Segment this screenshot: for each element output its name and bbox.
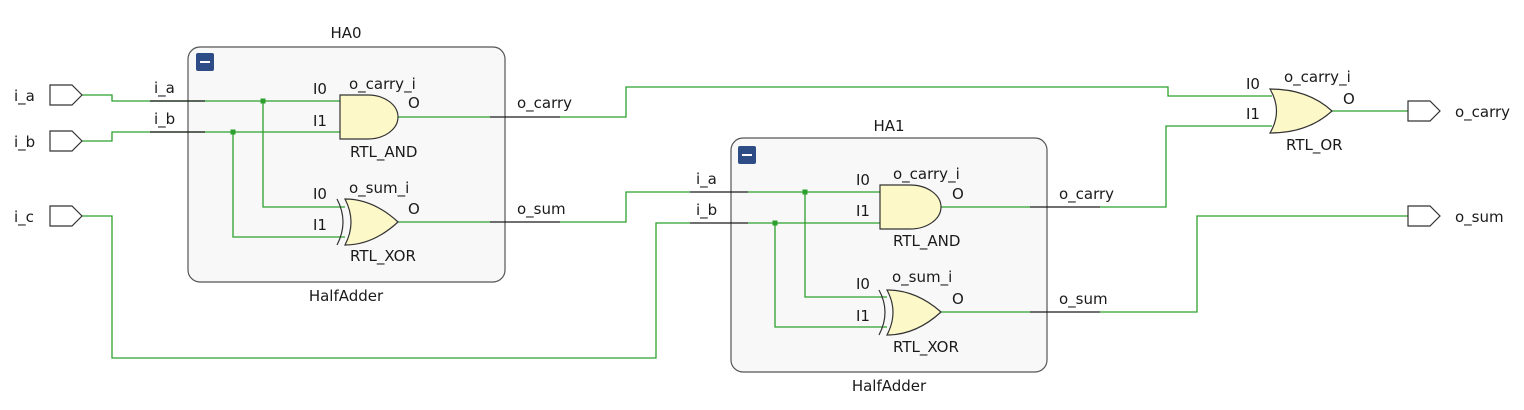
gate-pin-in0: I0 (1246, 75, 1260, 93)
wire-ha0-sum[interactable] (560, 191, 690, 223)
ha0-title: HA0 (330, 24, 361, 42)
ha0-type-label: HalfAdder (309, 287, 384, 305)
wire-ha0-b-to-xor[interactable] (232, 132, 345, 238)
ha1-pin-i-a: i_a (696, 170, 717, 189)
ha1-xor-gate[interactable]: o_sum_i I0 I1 O RTL_XOR (856, 268, 964, 357)
gate-pin-in1: I1 (856, 307, 870, 325)
ha1-instance[interactable]: HA1 HalfAdder (730, 117, 1048, 395)
ha0-xor-gate[interactable]: o_sum_i I0 I1 O RTL_XOR (313, 179, 420, 266)
port-label: o_sum (1455, 208, 1504, 227)
ha1-type-label: HalfAdder (852, 377, 927, 395)
wire-ha1-a-to-xor[interactable] (804, 192, 887, 298)
gate-instance-name: o_sum_i (892, 268, 952, 287)
gate-pin-in1: I1 (313, 112, 327, 130)
gate-pin-in0: I0 (313, 185, 327, 203)
gate-type: RTL_OR (1286, 136, 1343, 155)
ha1-collapse-button[interactable] (738, 146, 756, 164)
port-label: i_b (14, 133, 35, 152)
gate-type: RTL_AND (350, 143, 417, 162)
ha1-and-gate[interactable]: o_carry_i I0 I1 O RTL_AND (856, 165, 964, 251)
ha1-pin-i-b: i_b (696, 201, 717, 220)
and-gate-icon[interactable] (339, 94, 399, 140)
wire-i-a[interactable] (82, 94, 205, 102)
gate-pin-out: O (952, 290, 964, 308)
wire-ha0-carry[interactable] (560, 86, 1272, 118)
output-port-o-sum[interactable]: o_sum (1407, 205, 1504, 227)
wire-ha0-a-to-xor[interactable] (262, 101, 345, 208)
gate-instance-name: o_carry_i (893, 165, 960, 184)
gate-pin-in1: I1 (313, 216, 327, 234)
ha0-instance[interactable]: HA0 HalfAdder (187, 24, 506, 305)
port-label: i_c (14, 208, 34, 227)
ha1-pin-o-sum: o_sum (1059, 290, 1108, 309)
and-gate-icon[interactable] (879, 184, 942, 230)
wire-o-sum[interactable] (1100, 215, 1408, 313)
port-label: o_carry (1455, 103, 1510, 122)
output-port-o-carry[interactable]: o_carry (1407, 100, 1510, 122)
gate-pin-out: O (408, 94, 420, 112)
wire-ha1-b-to-xor[interactable] (774, 223, 887, 328)
ha0-pin-o-sum: o_sum (517, 200, 566, 219)
gate-instance-name: o_carry_i (349, 75, 416, 94)
ha0-pin-i-a: i_a (154, 79, 175, 98)
input-port-i-a[interactable]: i_a (14, 84, 83, 106)
wire-i-c[interactable] (82, 215, 690, 359)
or-gate[interactable]: o_carry_i I0 I1 O RTL_OR (1246, 68, 1355, 155)
xor-gate-icon[interactable] (344, 198, 399, 246)
gate-pin-in0: I0 (856, 275, 870, 293)
ha0-box[interactable] (187, 46, 506, 283)
xor-gate-icon[interactable] (885, 289, 942, 336)
gate-pin-in0: I0 (856, 171, 870, 189)
wire-i-b[interactable] (82, 131, 205, 142)
ha1-box[interactable] (730, 137, 1048, 373)
port-label: i_a (14, 87, 35, 106)
port-arrow-icon[interactable] (49, 205, 83, 227)
input-port-i-c[interactable]: i_c (14, 205, 83, 227)
gate-pin-out: O (408, 200, 420, 218)
gate-pin-in0: I0 (313, 80, 327, 98)
port-arrow-icon[interactable] (49, 130, 83, 152)
gate-pin-out: O (1343, 90, 1355, 108)
wire-ha1-carry[interactable] (1100, 125, 1272, 208)
gate-pin-in1: I1 (1246, 105, 1260, 123)
port-arrow-icon[interactable] (49, 84, 83, 106)
port-arrow-icon[interactable] (1407, 205, 1441, 227)
port-arrow-icon[interactable] (1407, 100, 1441, 122)
gate-pin-in1: I1 (856, 202, 870, 220)
ha0-pin-i-b: i_b (154, 110, 175, 129)
or-gate-icon[interactable] (1268, 88, 1333, 134)
gate-type: RTL_AND (893, 232, 960, 251)
gate-type: RTL_XOR (893, 338, 959, 357)
ha1-pin-o-carry: o_carry (1059, 185, 1114, 204)
ha1-title: HA1 (873, 117, 904, 135)
gate-pin-out: O (952, 185, 964, 203)
gate-instance-name: o_sum_i (349, 179, 409, 198)
gate-type: RTL_XOR (350, 247, 416, 266)
ha0-and-gate[interactable]: o_carry_i I0 I1 O RTL_AND (313, 75, 420, 162)
gate-instance-name: o_carry_i (1284, 68, 1351, 87)
ha0-pin-o-carry: o_carry (517, 94, 572, 113)
input-port-i-b[interactable]: i_b (14, 130, 83, 152)
ha0-collapse-button[interactable] (196, 53, 214, 71)
